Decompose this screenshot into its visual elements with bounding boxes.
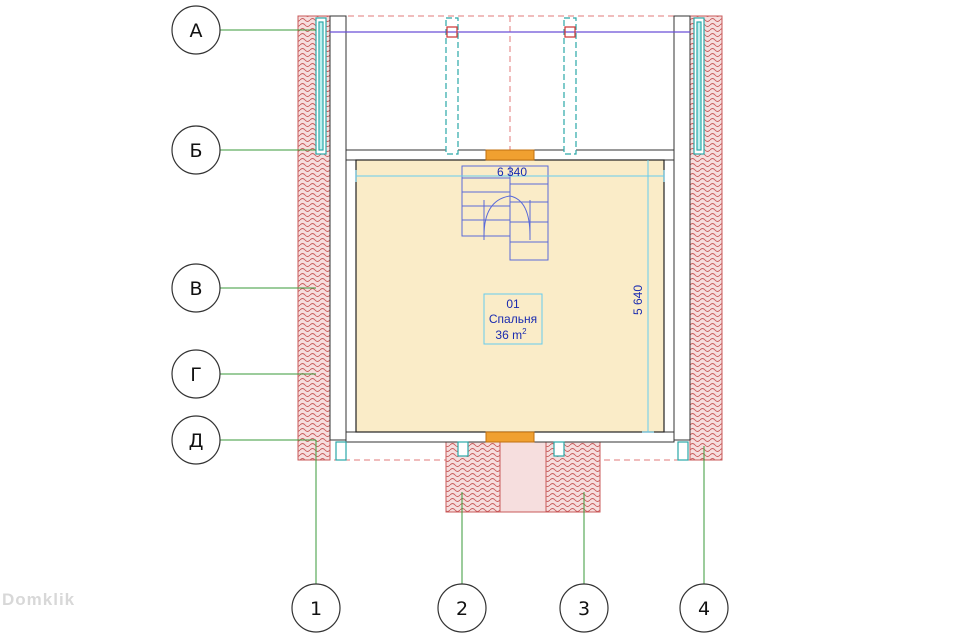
room-number: 01	[506, 297, 520, 311]
room-area-sup: 2	[522, 327, 527, 336]
room-area: 36 m2	[495, 327, 527, 342]
axis-bubble-1: 1	[291, 583, 341, 633]
door-top	[485, 149, 535, 161]
dimension-width-label: 6 340	[497, 165, 527, 179]
axis-label-2: 2	[456, 598, 468, 620]
axis-bubble-b: Б	[171, 125, 221, 175]
room-label-box	[483, 293, 543, 345]
dimension-lines	[355, 160, 665, 433]
room-name: Спальня	[489, 312, 537, 326]
axis-bubble-g: Г	[171, 349, 221, 399]
room-area-value: 36 m	[495, 328, 522, 342]
axis-label-1: 1	[310, 598, 322, 620]
porch-left-brick	[445, 439, 501, 513]
axis-label-g: Г	[190, 364, 202, 386]
columns	[315, 17, 705, 461]
axis-label-4: 4	[698, 598, 710, 620]
axis-label-a: А	[190, 20, 203, 42]
axis-bubble-3: 3	[559, 583, 609, 633]
axis-label-3: 3	[578, 598, 590, 620]
watermark: Domklik	[2, 590, 76, 609]
axis-bubble-4: 4	[679, 583, 729, 633]
axis-bubble-2: 2	[437, 583, 487, 633]
axis-bubble-a: А	[171, 5, 221, 55]
axis-label-b: Б	[189, 140, 202, 162]
porch-center	[499, 439, 547, 513]
axis-label-v: В	[189, 278, 202, 300]
door-bottom	[485, 431, 535, 443]
axis-lines	[220, 29, 705, 584]
axis-bubble-d: Д	[171, 415, 221, 465]
axis-bubble-v: В	[171, 263, 221, 313]
dimension-height-label: 5 640	[631, 285, 645, 315]
beam	[330, 26, 690, 38]
staircase	[461, 165, 549, 261]
axis-label-d: Д	[189, 430, 204, 452]
brick-walls	[297, 15, 723, 513]
